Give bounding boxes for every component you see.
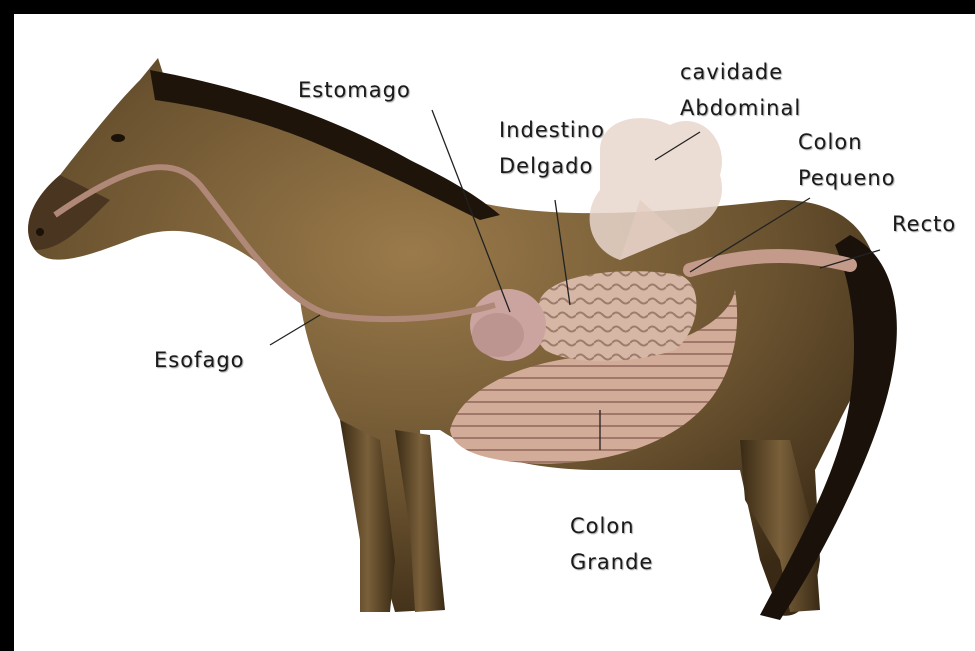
label-colon-grande-line1: Colon (570, 514, 635, 538)
label-esofago: Esofago (154, 348, 245, 372)
label-cavidade: cavidade (680, 60, 783, 84)
label-estomago: Estomago (298, 78, 411, 102)
label-colon-pequeno-line1: Colon (798, 130, 863, 154)
diagram-panel: Estomago cavidade Abdominal Indestino De… (14, 14, 975, 651)
label-colon-grande-line2: Grande (570, 550, 653, 574)
label-indestino: Indestino (499, 118, 605, 142)
label-abdominal: Abdominal (680, 96, 801, 120)
horse-anatomy-illustration (14, 14, 975, 651)
label-colon-pequeno-line2: Pequeno (798, 166, 896, 190)
label-recto: Recto (892, 212, 956, 236)
horse-body (28, 58, 897, 620)
label-delgado: Delgado (499, 154, 593, 178)
